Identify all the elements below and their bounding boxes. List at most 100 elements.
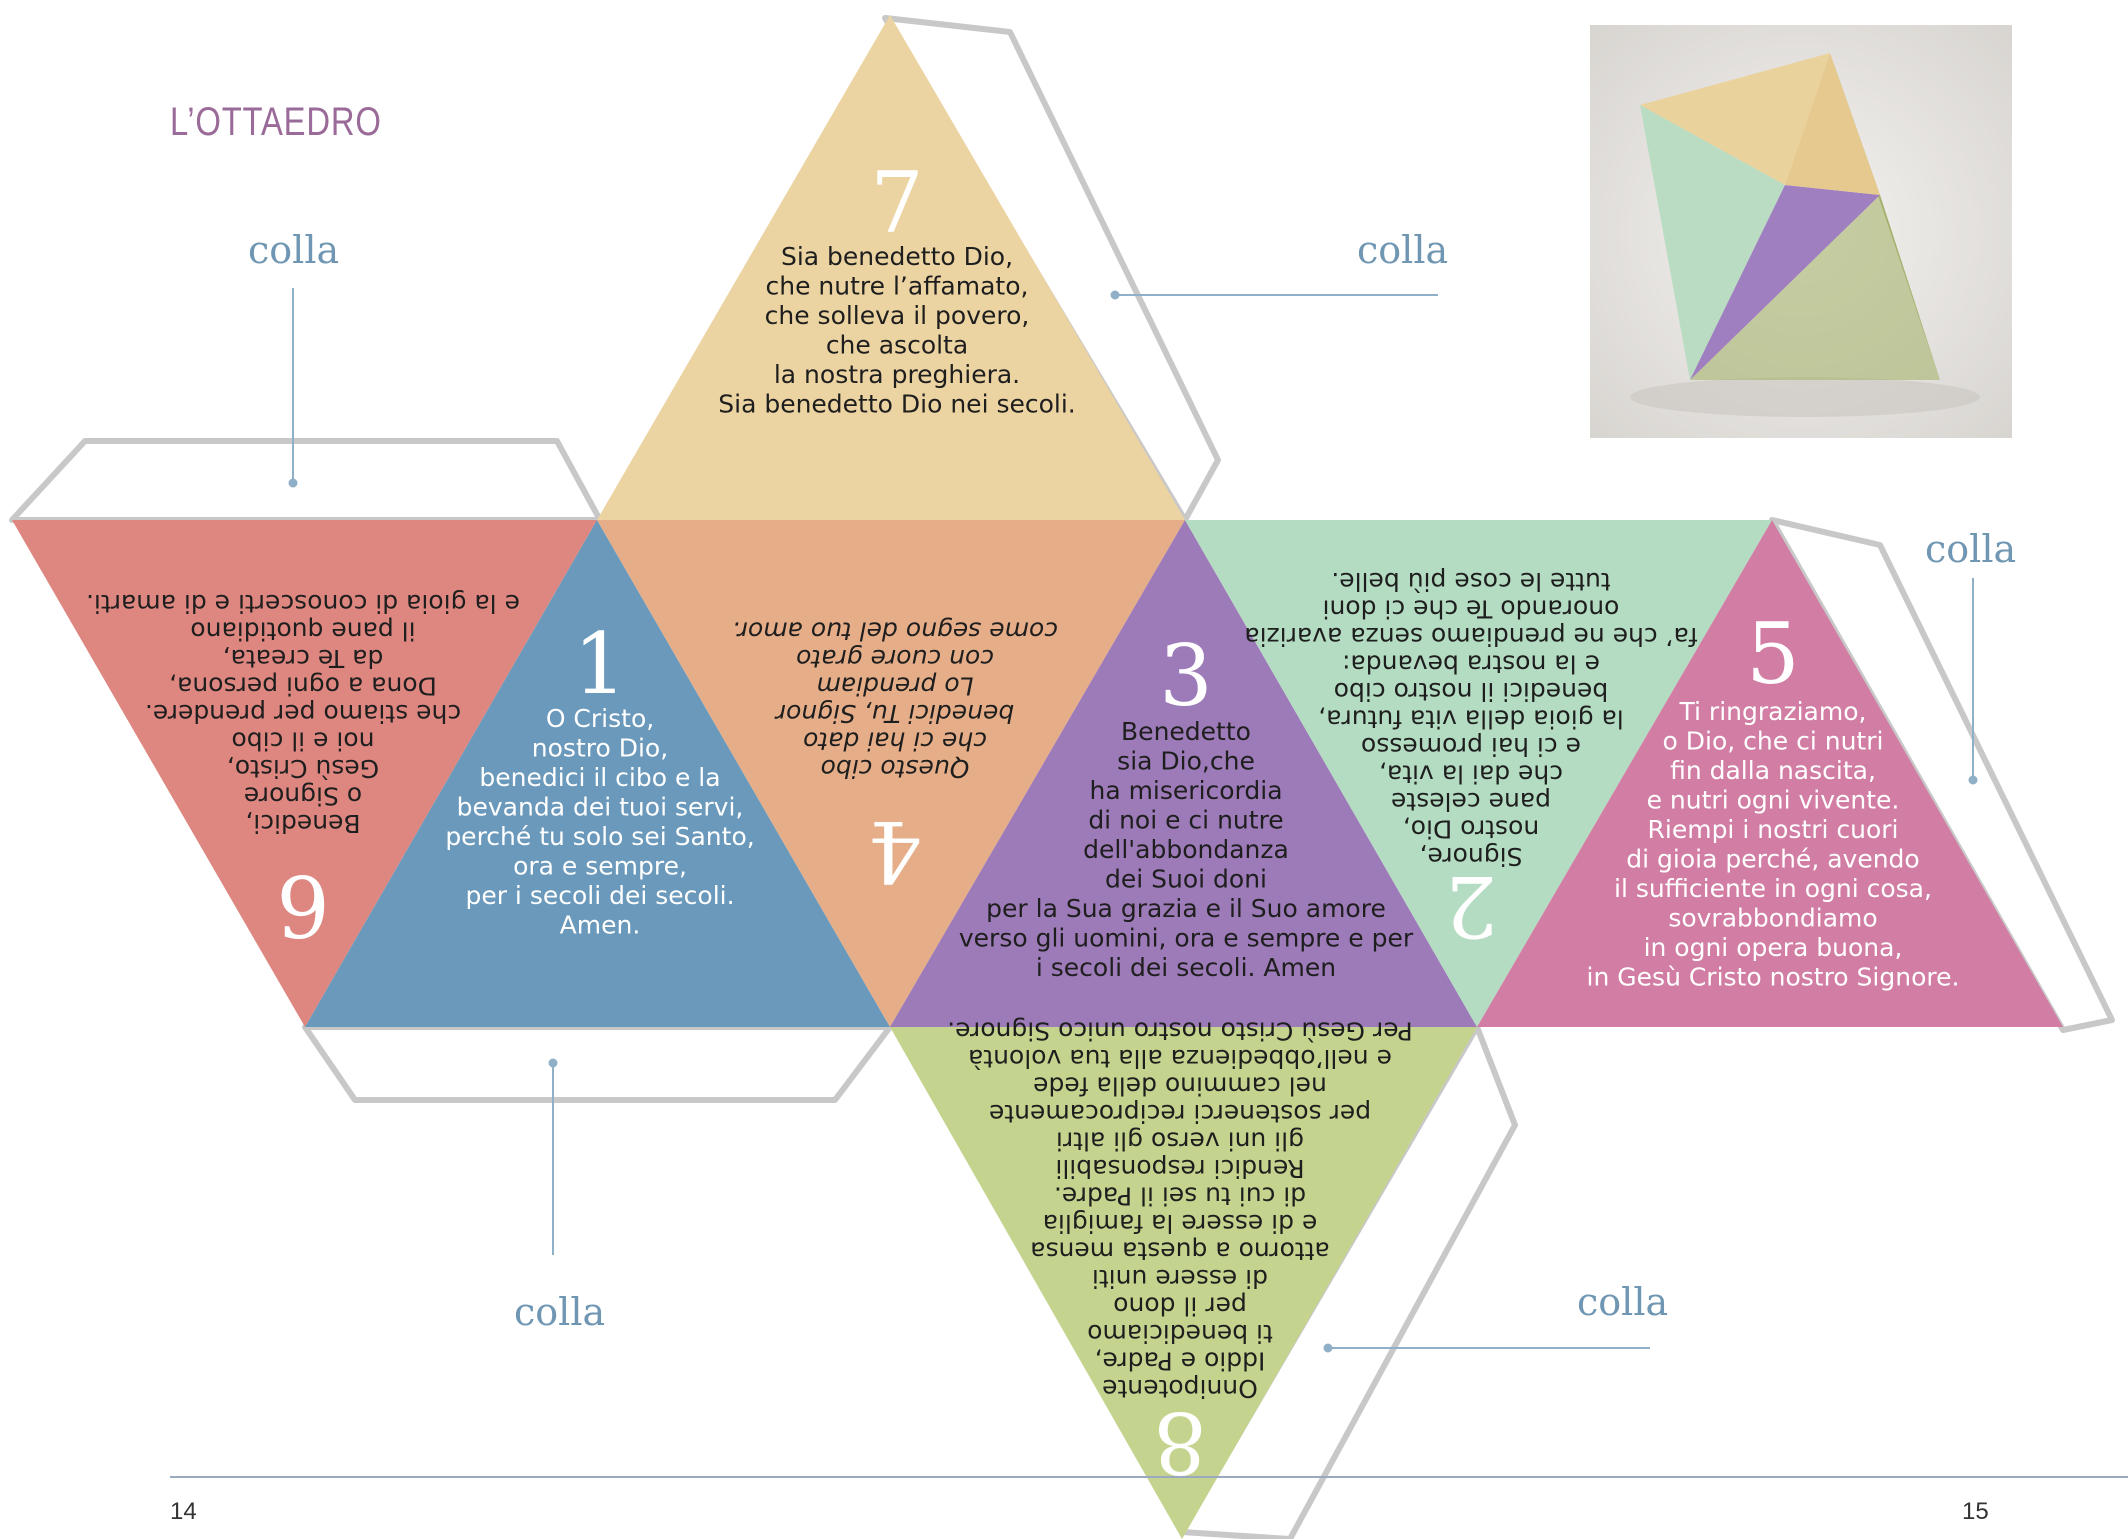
face-text-line: pane celeste [1391,787,1551,816]
face-text-line: o Signore [244,782,362,811]
face-text-line: con cuore grato [796,644,994,673]
face-text-line: Sia benedetto Dio, [781,242,1013,271]
face-3 [890,520,1477,1027]
face-text-line: di noi e ci nutre [1088,806,1283,835]
face-text-line: verso gli uomini, ora e sempre e per [959,924,1414,953]
face-1-number: 1 [573,615,626,713]
face-text-line: di cui tu sei il Padre. [1054,1182,1306,1211]
face-text-line: e la nostra bevanda: [1342,650,1600,679]
face-2-number: 2 [1444,857,1497,955]
face-5 [1477,520,2063,1027]
face-text-line: onorando Te che ci doni [1323,595,1620,624]
glue-tab-left [9,438,603,523]
face-1 [305,520,890,1027]
face-text-line: noi e il cibo [231,727,374,756]
face-text-line: nostro Dio, [532,734,668,763]
face-text-line: Sia benedetto Dio nei secoli. [718,390,1076,419]
face-text-line: i secoli dei secoli. Amen [1036,953,1336,982]
face-text-line: dell'abbondanza [1083,835,1289,864]
page-number-left: 14 [170,1498,197,1525]
glue-label: colla [248,228,340,272]
face-text-line: e nell’obbedienza alla tua volontà [968,1044,1392,1073]
face-text-line: come segno del tuo amor. [732,617,1058,646]
face-text-line: il pane quotidiano [190,617,415,646]
face-text-line: in ogni opera buona, [1644,933,1903,962]
face-text-line: ti benediciamo [1087,1319,1273,1348]
face-4-number: 4 [868,802,921,900]
face-text-line: per la Sua grazia e il Suo amore [986,894,1386,923]
glue-label: colla [1357,228,1449,272]
face-text-line: tutte le cose più belle. [1331,567,1610,596]
face-text-line: che nutre l’affamato, [766,272,1029,301]
face-7-number: 7 [870,154,923,252]
face-text-line: Benedici, [245,809,360,838]
face-7-text: Sia benedetto Dio,che nutre l’affamato,c… [718,242,1076,419]
face-text-line: Benedetto [1121,717,1251,746]
face-text-line: Dona a ogni persona, [169,672,437,701]
face-text-line: che ci hai dato [803,727,987,756]
page-title: L’OTTAEDRO [170,100,382,144]
face-text-line: Questo cibo [821,754,970,783]
face-text-line: sia Dio,che [1117,747,1255,776]
face-text-line: che solleva il povero, [765,301,1030,330]
face-3-number: 3 [1159,627,1212,725]
face-text-line: Onnipotente [1102,1374,1258,1403]
face-text-line: per sostenerci reciprocamente [989,1099,1371,1128]
face-text-line: nostro Dio, [1403,815,1539,844]
face-text-line: fin dalla nascita, [1670,756,1876,785]
face-text-line: Lo prendiam [816,672,973,701]
face-7 [597,15,1185,520]
face-text-line: sovrabbondiamo [1668,904,1877,933]
face-text-line: il sufficiente in ogni cosa, [1614,874,1932,903]
face-text-line: perché tu solo sei Santo, [445,822,754,851]
glue-label: colla [1577,1280,1669,1324]
face-text-line: la nostra preghiera. [774,360,1020,389]
face-text-line: in Gesù Cristo nostro Signore. [1587,963,1960,992]
face-text-line: gli uni verso gli altri [1056,1127,1304,1156]
face-text-line: che dai la vita, [1379,760,1563,789]
assembled-octahedron-photo [1590,25,2012,438]
face-6 [12,520,597,1027]
glue-label: colla [514,1290,606,1334]
face-text-line: e nutri ogni vivente. [1647,786,1900,815]
face-text-line: attorno a questa mensa [1030,1237,1330,1266]
face-text-line: Ti ringraziamo, [1679,697,1867,726]
face-text-line: di essere uniti [1092,1264,1268,1293]
face-text-line: Riempi i nostri cuori [1648,815,1899,844]
face-text-line: che ascolta [826,331,968,360]
face-text-line: per il dono [1113,1292,1247,1321]
face-text-line: che stiamo per prendere. [145,699,461,728]
face-1-text: O Cristo,nostro Dio,benedici il cibo e l… [445,704,754,940]
face-5-number: 5 [1746,605,1799,703]
face-text-line: Gesù Cristo, [227,754,379,783]
face-text-line: benedici il nostro cibo [1334,677,1609,706]
face-text-line: Per Gesù Cristo nostro unico Signore. [947,1017,1413,1046]
face-8-number: 8 [1153,1393,1206,1491]
glue-tab-bottom-left [302,1024,893,1103]
face-text-line: fa’ che ne prendiamo senza avarizia [1244,622,1697,651]
face-text-line: bevanda dei tuoi servi, [457,793,744,822]
face-text-line: nel cammino della fede [1033,1072,1327,1101]
face-4 [597,520,1185,1027]
face-text-line: ora e sempre, [513,852,687,881]
face-text-line: per i secoli dei secoli. [465,881,734,910]
face-8 [890,1027,1477,1539]
face-text-line: Signore, [1420,842,1523,871]
face-text-line: benedici Tu, Signor [774,699,1014,728]
face-text-line: la gioia della vita futura, [1318,705,1624,734]
face-text-line: benedici il cibo e la [479,763,720,792]
glue-label: colla [1925,527,2017,571]
face-text-line: da Te creata, [223,644,384,673]
face-text-line: e ci hai promesso [1361,732,1581,761]
face-text-line: Amen. [560,911,641,940]
face-text-line: dei Suoi doni [1105,865,1267,894]
face-text-line: Iddio e Padre, [1095,1347,1266,1376]
